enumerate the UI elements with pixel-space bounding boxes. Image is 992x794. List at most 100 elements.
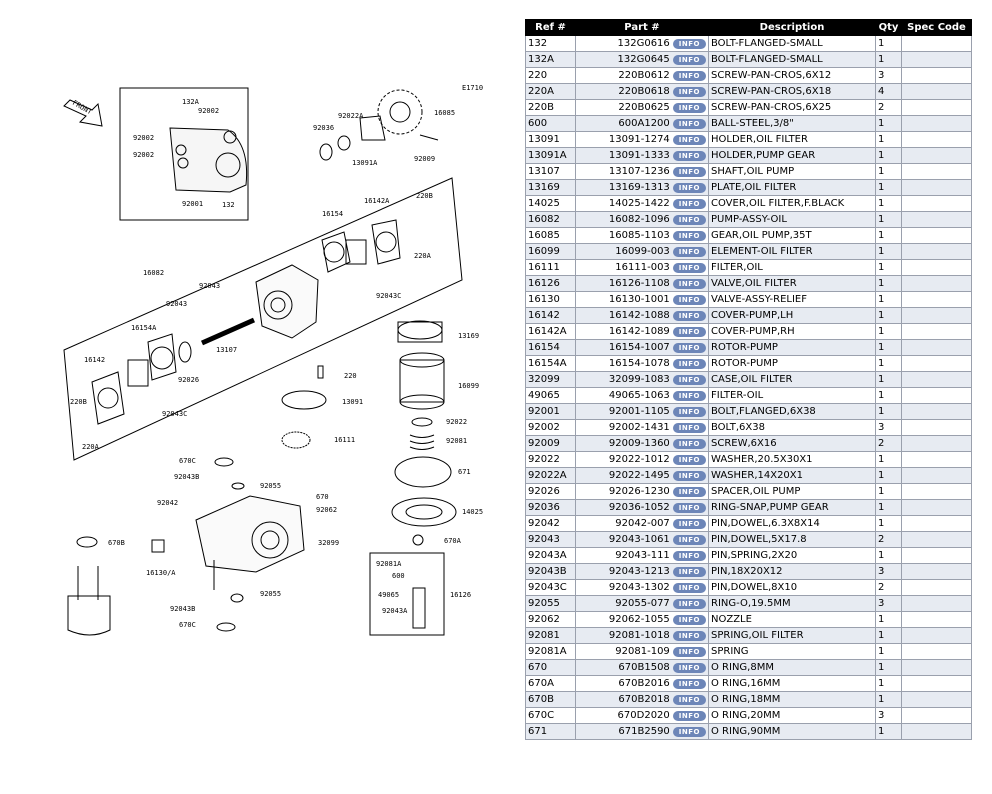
spec-cell [901, 99, 972, 116]
info-button[interactable]: INFO [672, 390, 706, 401]
info-button[interactable]: INFO [672, 438, 706, 449]
info-button[interactable]: INFO [672, 550, 706, 561]
info-button[interactable]: INFO [672, 310, 706, 321]
spec-cell [901, 579, 972, 596]
info-button[interactable]: INFO [672, 54, 706, 65]
info-button[interactable]: INFO [672, 502, 706, 513]
info-button[interactable]: INFO [672, 134, 706, 145]
filter-element [399, 359, 445, 403]
ref-cell: 49065 [525, 387, 576, 404]
part-number: 92043-1302 [608, 582, 670, 593]
info-button[interactable]: INFO [672, 470, 706, 481]
info-button[interactable]: INFO [672, 406, 706, 417]
info-button[interactable]: INFO [672, 294, 706, 305]
info-button[interactable]: INFO [672, 630, 706, 641]
part-number: 16111-003 [615, 262, 670, 273]
info-button[interactable]: INFO [672, 166, 706, 177]
info-button[interactable]: INFO [672, 150, 706, 161]
header-spec-code[interactable]: Spec Code [901, 19, 972, 36]
info-button[interactable]: INFO [672, 198, 706, 209]
callout-label: 16082 [143, 269, 164, 277]
info-button[interactable]: INFO [672, 38, 706, 49]
callout-label: 16085 [434, 109, 455, 117]
info-button[interactable]: INFO [672, 246, 706, 257]
info-button[interactable]: INFO [672, 86, 706, 97]
info-button[interactable]: INFO [672, 710, 706, 721]
callout-label: 132 [222, 201, 235, 209]
spec-cell [901, 131, 972, 148]
header-description[interactable]: Description [708, 19, 876, 36]
qty-cell: 1 [875, 371, 902, 388]
info-button[interactable]: INFO [672, 422, 706, 433]
header-part[interactable]: Part # [575, 19, 709, 36]
info-button[interactable]: INFO [672, 358, 706, 369]
spec-cell [901, 163, 972, 180]
info-button[interactable]: INFO [672, 662, 706, 673]
info-button[interactable]: INFO [672, 262, 706, 273]
info-button[interactable]: INFO [672, 534, 706, 545]
diagram-code: E1710 [462, 84, 483, 92]
info-button[interactable]: INFO [672, 486, 706, 497]
info-button[interactable]: INFO [672, 214, 706, 225]
qty-cell: 1 [875, 179, 902, 196]
part-number: 92042-007 [615, 518, 670, 529]
info-button[interactable]: INFO [672, 518, 706, 529]
spec-cell [901, 291, 972, 308]
info-button[interactable]: INFO [672, 278, 706, 289]
oil-filter-screen [67, 595, 111, 636]
info-button[interactable]: INFO [672, 678, 706, 689]
info-button[interactable]: INFO [672, 726, 706, 737]
ref-cell: 92022 [525, 451, 576, 468]
part-number: 92022-1012 [608, 454, 670, 465]
header-ref[interactable]: Ref # [525, 19, 576, 36]
info-button[interactable]: INFO [672, 598, 706, 609]
ref-cell: 92062 [525, 611, 576, 628]
callout-label: 92002 [133, 151, 154, 159]
callout-label: 671 [458, 468, 471, 476]
part-number: 220B0618 [618, 86, 670, 97]
info-button[interactable]: INFO [672, 70, 706, 81]
spec-cell [901, 371, 972, 388]
description-cell: SPRING,OIL FILTER [708, 627, 876, 644]
part-number: 132G0645 [617, 54, 670, 65]
header-qty[interactable]: Qty [875, 19, 902, 36]
qty-cell: 3 [875, 419, 902, 436]
qty-cell: 1 [875, 515, 902, 532]
info-button[interactable]: INFO [672, 118, 706, 129]
info-button[interactable]: INFO [672, 342, 706, 353]
callout-label: 16099 [458, 382, 479, 390]
info-button[interactable]: INFO [672, 614, 706, 625]
part-number: 16082-1096 [608, 214, 670, 225]
info-button[interactable]: INFO [672, 182, 706, 193]
info-button[interactable]: INFO [672, 454, 706, 465]
part-number: 92001-1105 [608, 406, 670, 417]
info-button[interactable]: INFO [672, 102, 706, 113]
ref-cell: 92036 [525, 499, 576, 516]
qty-cell: 1 [875, 211, 902, 228]
info-button[interactable]: INFO [672, 582, 706, 593]
info-button[interactable]: INFO [672, 566, 706, 577]
callout-label: 600 [392, 572, 405, 580]
info-button[interactable]: INFO [672, 694, 706, 705]
info-button[interactable]: INFO [672, 230, 706, 241]
ref-cell: 92022A [525, 467, 576, 484]
parts-table: Ref # Part # Description Qty Spec Code 1… [525, 19, 972, 740]
description-cell: PIN,DOWEL,8X10 [708, 579, 876, 596]
info-button[interactable]: INFO [672, 374, 706, 385]
callout-label: 92026 [178, 376, 199, 384]
info-button[interactable]: INFO [672, 326, 706, 337]
info-button[interactable]: INFO [672, 646, 706, 657]
callout-label: 13091A [352, 159, 378, 167]
